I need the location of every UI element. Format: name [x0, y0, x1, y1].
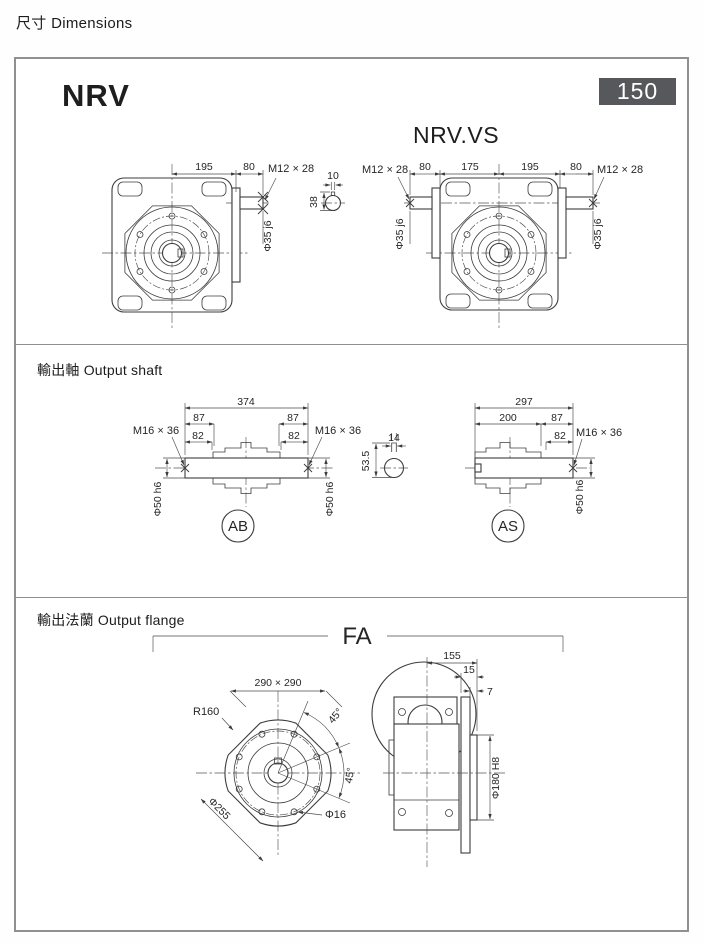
ab-82-right: 82 — [288, 430, 300, 442]
flange-front-drawing: 290 × 290 R160 45° 45° Φ255 Φ16 — [193, 677, 360, 862]
ab-view-label — [221, 509, 255, 543]
corner-radius: R160 — [193, 706, 219, 718]
shaft-dia-left: Φ35 j6 — [394, 218, 406, 249]
output-flange-label-cn: 輸出法蘭 — [37, 612, 94, 628]
as-87: 87 — [551, 412, 563, 424]
gearbox-body — [111, 177, 264, 313]
gearbox-body — [409, 177, 594, 311]
section-divider-2 — [14, 597, 689, 598]
dim-80: 80 — [243, 161, 255, 173]
series-title: NRV — [62, 78, 130, 113]
centerlines — [383, 657, 506, 867]
nrv-front-drawing: 195 80 M12 × 28 Φ35 j6 10 38 — [102, 161, 345, 328]
output-shaft-label: 輸出軸 Output shaft — [37, 360, 162, 380]
ab-thread-left: M16 × 36 — [133, 425, 179, 437]
ab-dia-right: Φ50 h6 — [324, 482, 336, 517]
shaft-dia-label: Φ35 j6 — [262, 220, 274, 251]
ab-dia-left: Φ50 h6 — [152, 482, 164, 517]
thread-label-left: M12 × 28 — [362, 164, 408, 176]
flange-side-drawing: 155 15 7 Φ180 H8 — [371, 650, 506, 867]
dim-7: 7 — [487, 686, 493, 698]
fa-label: FA — [342, 623, 371, 650]
dim-175: 175 — [461, 161, 479, 173]
dim-195: 195 — [521, 161, 539, 173]
dim-15: 15 — [463, 664, 475, 676]
as-label-text: AS — [498, 518, 518, 535]
gearbox-side-body — [371, 661, 478, 854]
dim-195: 195 — [195, 161, 213, 173]
bolt-circle-dia: Φ255 — [206, 795, 233, 822]
dimension-lines — [474, 403, 595, 479]
key-height-label: 38 — [308, 196, 320, 208]
centerlines — [102, 164, 269, 328]
size-badge: 150 — [599, 78, 676, 105]
section-divider-1 — [14, 344, 689, 345]
nrv-vs-drawing: 80 175 195 80 M12 × 28 M12 × 28 Φ35 j6 Φ… — [362, 161, 643, 328]
angle-right: 45° — [343, 767, 358, 785]
as-200: 200 — [499, 412, 517, 424]
dim-80-left: 80 — [419, 161, 431, 173]
ab-87-right: 87 — [287, 412, 299, 424]
as-82: 82 — [554, 430, 566, 442]
dimension-lines — [200, 689, 343, 862]
fa-group-bracket: FA — [152, 623, 564, 652]
dim-80-right: 80 — [570, 161, 582, 173]
angle-top: 45° — [326, 706, 345, 726]
square-dim: 290 × 290 — [254, 677, 301, 689]
shaft-body — [180, 442, 313, 494]
ab-total: 374 — [237, 396, 255, 408]
key-width-label: 14 — [388, 432, 400, 444]
output-shaft-label-cn: 輸出軸 — [37, 362, 80, 378]
output-flange-label-en: Output flange — [97, 612, 185, 628]
dimension-lines — [426, 659, 494, 821]
output-flange-label: 輸出法蘭 Output flange — [37, 610, 185, 630]
dim-155: 155 — [443, 650, 461, 662]
page-header: 尺寸 Dimensions — [16, 12, 132, 33]
page-header-cn: 尺寸 — [16, 15, 47, 32]
thread-label: M12 × 28 — [268, 163, 314, 175]
ab-label-text: AB — [228, 518, 248, 535]
bore-dia: Φ180 H8 — [490, 757, 502, 799]
vs-variant-title: NRV.VS — [413, 122, 500, 148]
dimension-lines — [171, 170, 277, 244]
ab-87-left: 87 — [193, 412, 205, 424]
as-total: 297 — [515, 396, 533, 408]
angle-dimensions — [277, 700, 351, 804]
dimension-lines — [163, 403, 330, 479]
dimension-lines — [397, 170, 605, 244]
as-thread: M16 × 36 — [576, 427, 622, 439]
worm-shaft-section — [320, 182, 345, 212]
output-shaft-as-drawing: 297 200 87 82 M16 × 36 Φ50 h6 AS — [465, 396, 622, 543]
output-shaft-label-en: Output shaft — [83, 362, 163, 378]
output-shaft-ab-drawing: 374 87 87 82 82 M16 × 36 M16 × 36 Φ50 h6… — [133, 396, 408, 543]
as-view-label — [491, 509, 525, 543]
shaft-dia-right: Φ35 j6 — [592, 218, 604, 249]
ab-thread-right: M16 × 36 — [315, 425, 361, 437]
shaft-body — [474, 442, 578, 494]
key-height-label: 53.5 — [360, 451, 372, 472]
as-dia: Φ50 h6 — [574, 480, 586, 515]
page-header-en: Dimensions — [51, 15, 133, 32]
hole-dia: Φ16 — [325, 809, 346, 821]
key-width-label: 10 — [327, 170, 339, 182]
output-key-section — [372, 433, 408, 479]
thread-label-right: M12 × 28 — [597, 164, 643, 176]
ab-82-left: 82 — [192, 430, 204, 442]
